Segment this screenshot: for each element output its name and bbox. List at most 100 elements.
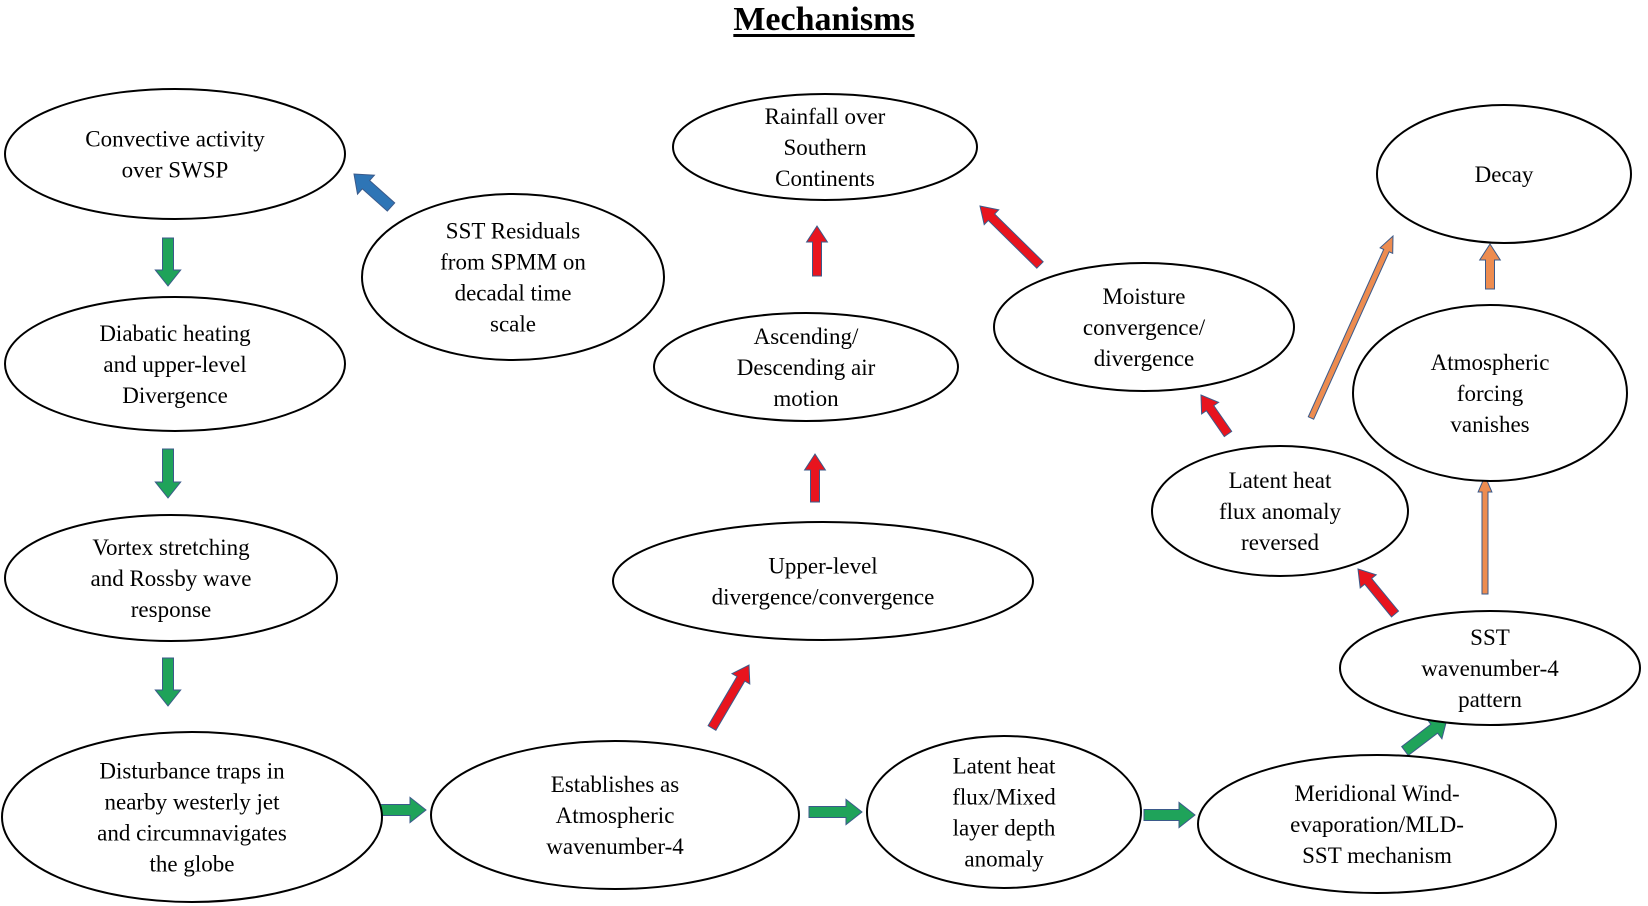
node-label-line: forcing [1457, 381, 1524, 406]
node-label-line: Disturbance traps in [99, 759, 285, 784]
node-label-line: Vortex stretching [92, 535, 250, 560]
node-label-line: Diabatic heating [99, 321, 251, 346]
node-label-line: evaporation/MLD- [1290, 812, 1464, 837]
arrow-atmos-forcing-to-decay-icon [1478, 243, 1502, 290]
node-label-line: layer depth [953, 816, 1056, 841]
node-label-line: Descending air [737, 355, 876, 380]
node-label-line: divergence/convergence [712, 585, 935, 610]
node-label-line: Divergence [122, 383, 228, 408]
arrow-meridional-to-sst-wn4-icon [1401, 718, 1448, 757]
node-diabatic: Diabatic heating and upper-levelDivergenc… [4, 296, 346, 432]
arrow-diabatic-to-vortex-icon [154, 448, 182, 499]
node-label-line: over SWSP [122, 158, 229, 183]
node-label-line: SST Residuals [446, 219, 580, 244]
arrow-disturbance-to-establishes-icon [375, 796, 427, 824]
arrow-vortex-to-disturbance-icon [154, 657, 182, 707]
node-label-line: Meridional Wind- [1294, 781, 1459, 806]
node-label-line: motion [773, 386, 839, 411]
node-label-line: flux/Mixed [952, 785, 1056, 810]
arrow-establishes-to-upper-level-icon [707, 664, 751, 731]
arrows-layer [154, 173, 1502, 829]
node-ellipse [1376, 104, 1632, 244]
node-ellipse [361, 193, 665, 361]
node-label-line: scale [490, 312, 536, 337]
nodes-layer: Convective activity over SWSP SST Residual… [1, 88, 1641, 903]
arrow-convective-to-diabatic-icon [154, 237, 182, 287]
node-label-line: pattern [1458, 687, 1522, 712]
node-ellipse [993, 262, 1295, 392]
node-label-line: Decay [1475, 162, 1534, 187]
node-disturbance: Disturbance traps in nearby westerly jet a… [1, 731, 383, 903]
node-label-line: Latent heat [953, 754, 1056, 779]
arrow-latent-reversed-to-decay-icon [1307, 234, 1394, 420]
node-latent-reversed: Latent heat flux anomaly reversed [1151, 445, 1409, 577]
node-label-line: Convective activity [85, 127, 265, 152]
node-label-line: response [131, 597, 211, 622]
node-label-line: flux anomaly [1219, 499, 1341, 524]
node-atmos-forcing: Atmospheric forcing vanishes [1352, 304, 1628, 482]
arrow-establishes-to-latent-mld-icon [808, 798, 863, 826]
node-label-line: the globe [150, 852, 235, 877]
node-label-line: Upper-level [768, 554, 877, 579]
node-latent-mld: Latent heat flux/Mixed layer depth anomaly [866, 735, 1142, 889]
node-label-line: Ascending/ [754, 324, 859, 349]
node-label-line: reversed [1241, 530, 1319, 555]
node-ascending: Ascending/Descending air motion [653, 312, 959, 422]
node-label-line: divergence [1094, 346, 1194, 371]
arrow-sst-wn4-to-atmos-forcing-icon [1477, 474, 1493, 595]
arrow-sst-residuals-to-convective-icon [353, 173, 396, 212]
arrow-ascending-to-rainfall-icon [805, 225, 829, 277]
node-ellipse [653, 312, 959, 422]
node-label-line: wavenumber-4 [1421, 656, 1559, 681]
node-label-line: and circumnavigates [97, 821, 287, 846]
arrow-sst-wn4-to-latent-reversed-icon [1357, 568, 1400, 618]
arrow-latent-mld-to-meridional-icon [1143, 801, 1196, 829]
arrow-moisture-to-rainfall-icon [979, 205, 1044, 269]
node-vortex: Vortex stretching and Rossby wave response [4, 514, 338, 642]
node-label-line: Southern [783, 135, 867, 160]
node-label-line: SST mechanism [1302, 843, 1452, 868]
node-sst-residuals: SST Residuals from SPMM on decadal time sca… [361, 193, 665, 361]
node-label-line: vanishes [1450, 412, 1529, 437]
node-moisture: Moisture convergence/divergence [993, 262, 1295, 392]
arrow-upper-level-to-ascending-icon [803, 453, 827, 503]
node-label-line: Rainfall over [765, 104, 886, 129]
node-ellipse [1339, 610, 1641, 726]
node-label-line: nearby westerly jet [105, 790, 281, 815]
node-label-line: decadal time [455, 281, 572, 306]
arrow-latent-reversed-to-moisture-icon [1200, 394, 1233, 438]
node-label-line: from SPMM on [440, 250, 586, 275]
node-label-line: Continents [775, 166, 875, 191]
node-upper-level: Upper-level divergence/convergence [612, 521, 1034, 641]
node-ellipse [612, 521, 1034, 641]
node-label-line: convergence/ [1083, 315, 1206, 340]
node-label-line: Atmospheric [1431, 350, 1550, 375]
node-label-line: SST [1470, 625, 1510, 650]
node-label-line: Latent heat [1229, 468, 1332, 493]
node-ellipse [430, 740, 800, 890]
node-label-line: and Rossby wave [91, 566, 252, 591]
node-label-line: and upper-level [103, 352, 246, 377]
node-ellipse [672, 93, 978, 201]
diagram-title: Mechanisms [733, 1, 915, 38]
node-ellipse [4, 296, 346, 432]
node-label-line: anomaly [964, 847, 1044, 872]
node-convective: Convective activity over SWSP [4, 88, 346, 220]
node-ellipse [1197, 754, 1557, 894]
node-label-line: Establishes as [551, 772, 679, 797]
node-ellipse [1352, 304, 1628, 482]
node-ellipse [1151, 445, 1409, 577]
node-label-line: Moisture [1102, 284, 1185, 309]
node-establishes: Establishes as Atmospheric wavenumber-4 [430, 740, 800, 890]
node-meridional: Meridional Wind-evaporation/MLD- SST mech… [1197, 754, 1557, 894]
node-ellipse [4, 88, 346, 220]
node-sst-wn4: SST wavenumber-4 pattern [1339, 610, 1641, 726]
node-decay: Decay [1376, 104, 1632, 244]
node-label-line: wavenumber-4 [546, 834, 684, 859]
node-ellipse [866, 735, 1142, 889]
node-label-line: Atmospheric [556, 803, 675, 828]
node-ellipse [1, 731, 383, 903]
node-ellipse [4, 514, 338, 642]
